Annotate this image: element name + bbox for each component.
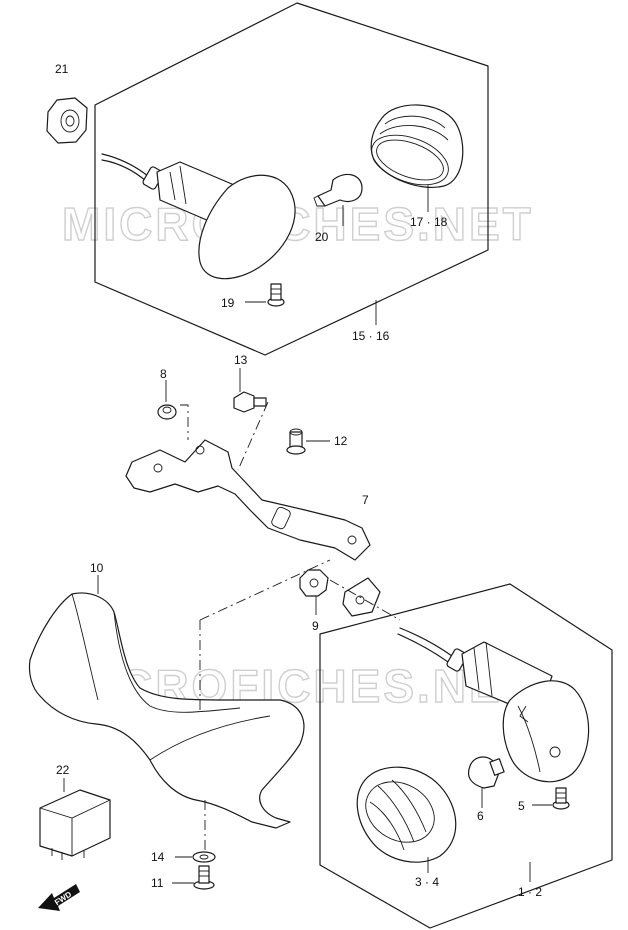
bracket-part-7[interactable] [125, 439, 371, 561]
screw-part-19[interactable] [245, 283, 285, 307]
callout-14: 14 [151, 850, 165, 864]
lower-signal-housing[interactable] [397, 627, 590, 783]
callout-10: 10 [90, 561, 104, 575]
nut-part-9[interactable] [299, 569, 329, 597]
cover-group: 10 [28, 559, 331, 850]
screw-part-5[interactable] [552, 787, 570, 810]
callout-15-16: 15 · 16 [352, 329, 390, 343]
bolt-part-13[interactable] [233, 391, 267, 413]
callout-7: 7 [362, 493, 369, 507]
callout-6: 6 [477, 809, 484, 823]
upper-assembly-frame [94, 2, 489, 356]
screw-part-11[interactable] [193, 865, 215, 890]
callout-20: 20 [315, 230, 329, 244]
callout-5: 5 [518, 799, 525, 813]
upper-signal-group: 21 20 17 · 18 19 15 · 16 [46, 2, 489, 356]
bracket-group: 8 13 12 7 9 [125, 353, 401, 633]
callout-3-4: 3 · 4 [415, 875, 439, 889]
upper-signal-housing[interactable] [101, 153, 296, 280]
lens-part-3-4[interactable] [355, 766, 457, 873]
bulb-part-6[interactable] [467, 756, 505, 808]
callout-8: 8 [160, 367, 167, 381]
relay-part-22[interactable] [39, 789, 111, 860]
callout-19: 19 [221, 296, 235, 310]
nut-part-21[interactable] [46, 97, 88, 144]
watermark-top: MICROFICHES.NET [62, 198, 534, 250]
callout-11: 11 [151, 876, 164, 890]
collar-part-12[interactable] [286, 428, 306, 455]
callout-1-2: 1 · 2 [518, 885, 542, 899]
callout-21: 21 [55, 62, 69, 76]
lower-assembly-frame [319, 583, 613, 929]
bracket-tab[interactable] [342, 577, 381, 617]
callout-9: 9 [312, 619, 319, 633]
callout-17-18: 17 · 18 [410, 215, 448, 229]
callout-12: 12 [334, 434, 348, 448]
washer-part-14[interactable] [192, 851, 216, 863]
callout-22: 22 [56, 763, 70, 777]
callout-13: 13 [234, 353, 248, 367]
lens-part-17-18[interactable] [365, 104, 464, 212]
lower-signal-group: 6 5 3 · 4 1 · 2 [319, 583, 613, 929]
grommet-part-8[interactable] [157, 404, 177, 420]
bulb-part-20[interactable] [313, 173, 363, 226]
cover-part-10[interactable] [28, 592, 305, 829]
fwd-arrow-icon: FWD [38, 884, 80, 911]
